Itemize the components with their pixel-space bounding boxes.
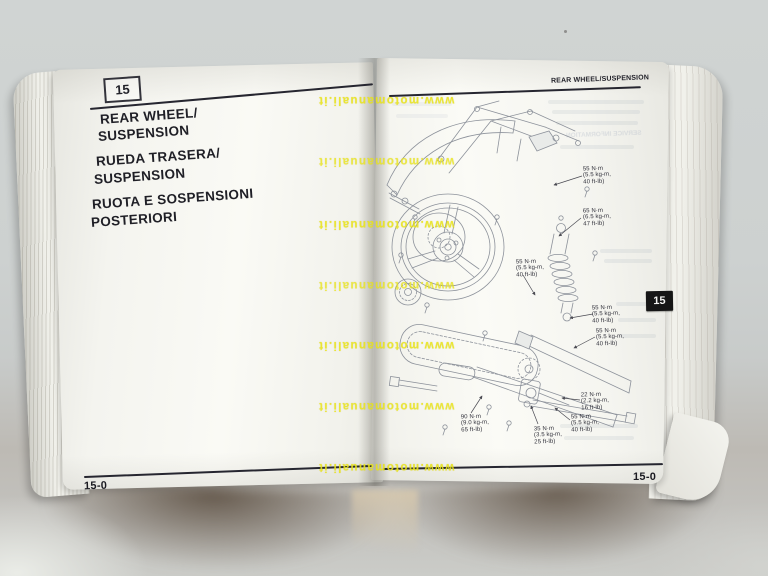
showthrough-line xyxy=(396,114,448,118)
torque-label-55nm-right-lower: 55 N·m (5.5 kg-m, 40 ft-lb) xyxy=(595,327,625,348)
watermark-row: www.motomanuali.it xyxy=(317,94,455,106)
torque-label-55nm-top: 55 N·m (5.5 kg-m, 40 ft-lb) xyxy=(582,165,612,186)
shadow-gutter-light xyxy=(352,490,418,560)
showthrough-line xyxy=(556,121,638,125)
watermark-row: www.motomanuali.it xyxy=(317,400,455,412)
torque-label-90nm: 90 N·m (9.0 kg-m, 65 ft-lb) xyxy=(460,413,490,434)
watermark-row: www.motomanuali.it xyxy=(317,461,455,473)
showthrough-line xyxy=(616,302,656,306)
showthrough-line xyxy=(564,436,634,440)
desk-highlight-bottom-right xyxy=(650,500,768,576)
showthrough-line xyxy=(560,145,634,149)
exploded-diagram-rear-wheel-suspension xyxy=(386,100,637,436)
showthrough-line xyxy=(552,110,640,114)
diagram-linework xyxy=(386,100,637,436)
desk-highlight-bottom-left xyxy=(0,495,150,576)
watermark-row: www.motomanuali.it xyxy=(317,339,455,351)
showthrough-line xyxy=(560,424,638,428)
showthrough-line xyxy=(618,318,656,322)
torque-label-55nm-right-upper: 55 N·m (5.5 kg-m, 40 ft-lb) xyxy=(591,304,621,325)
watermark-row: www.motomanuali.it xyxy=(317,155,455,167)
left-page-number: 15-0 xyxy=(83,479,108,493)
chapter-number-box: 15 xyxy=(103,75,142,104)
torque-label-55nm-bottom: 55 N·m (5.5 kg-m, 40 ft-lb) xyxy=(570,413,600,434)
chapter-tab: 15 xyxy=(645,290,674,312)
chapter-number: 15 xyxy=(114,81,131,98)
watermark-row: www.motomanuali.it xyxy=(317,279,455,291)
torque-label-22nm: 22 N·m (2.2 kg-m, 16 ft-lb) xyxy=(580,391,610,412)
showthrough-line xyxy=(620,334,656,338)
torque-leader-arrows xyxy=(470,175,596,425)
showthrough-line xyxy=(548,100,644,104)
showthrough-line xyxy=(604,259,652,263)
book-gutter-shadow xyxy=(358,58,390,486)
watermark-row: www.motomanuali.it xyxy=(317,218,455,230)
torque-label-65nm: 65 N·m (6.5 kg-m, 47 ft-lb) xyxy=(582,207,612,228)
showthrough-line xyxy=(392,102,452,106)
right-page-number: 15-0 xyxy=(633,471,657,483)
torque-label-35nm: 35 N·m (3.5 kg-m, 25 ft-lb) xyxy=(533,425,563,446)
showthrough-line xyxy=(600,249,652,253)
dust-speck xyxy=(564,30,567,33)
torque-label-55nm-mid-left: 55 N·m (5.5 kg-m, 40 ft-lb) xyxy=(515,258,545,279)
